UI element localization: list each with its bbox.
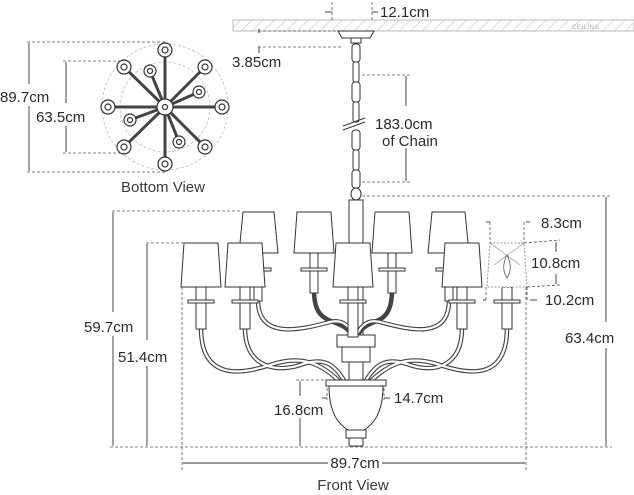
bottom-inner-label: 63.5cm [36,109,85,126]
front-width-label: 89.7cm [330,455,379,472]
height-51-dimension: 51.4cm [118,244,167,446]
shade-top-width-label: 8.3cm [541,215,582,232]
canopy [337,30,375,44]
shade-bottom-width-label: 10.2cm [545,292,594,309]
height-59-dimension: 59.7cm [84,212,133,446]
canopy-height-dimension: 3.85cm [232,29,342,71]
bottom-outer-dimension: 89.7cm [0,41,165,173]
bottom-view-drawing [100,42,230,172]
ceiling-label: CEILING [572,25,600,31]
bowl-height-label: 16.8cm [274,402,323,419]
front-bottom-line [110,195,612,448]
front-width-dimension: 89.7cm [181,287,527,472]
chain-length-label: 183.0cm [375,116,433,133]
bottom-view-caption: Bottom View [121,179,205,196]
chain-length-dimension: 183.0cm of Chain [362,74,438,183]
bottom-outer-label: 89.7cm [0,89,49,106]
canopy-width-dimension: 12.1cm [325,2,429,21]
shade-height-label: 10.8cm [531,255,580,272]
front-view-drawing [180,199,528,447]
height-upper-label: 59.7cm [84,319,133,336]
shade-dimensions: 8.3cm 10.8cm 10.2cm [483,215,594,309]
ceiling: CEILING [232,19,634,32]
canopy-height-label: 3.85cm [232,54,281,71]
canopy-width-label: 12.1cm [380,4,429,21]
height-lower-label: 51.4cm [118,349,167,366]
bottom-inner-dimension: 63.5cm [36,60,124,154]
bowl-dimensions: 16.8cm 14.7cm [274,379,443,446]
chain [342,43,366,201]
total-height-label: 63.4cm [565,330,614,347]
total-height-dimension: 63.4cm [565,197,614,446]
front-view-caption: Front View [317,477,389,494]
chain-length-suffix: of Chain [382,133,438,150]
lower-shades [180,242,528,288]
bowl-width-label: 14.7cm [394,390,443,407]
